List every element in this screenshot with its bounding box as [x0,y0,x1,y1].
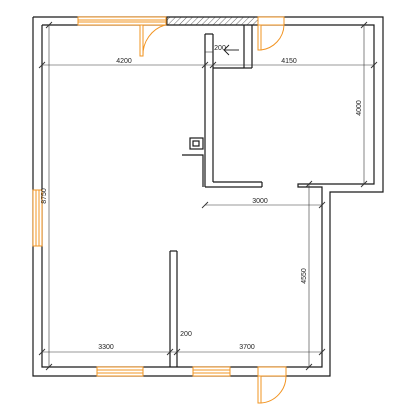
dim-left-height: 8750 [41,188,48,204]
left-arrow-icon [223,44,239,56]
dimension-ticks [38,21,378,371]
dim-right-lower-height: 4550 [301,268,308,284]
window-left [32,189,43,247]
outer-wall-outline [32,16,384,377]
dim-bottom-right-width: 3700 [239,344,255,351]
wall-jog [182,154,204,187]
window-top-left [77,16,167,26]
dim-top-right-width: 4150 [281,58,297,65]
door-top-right [257,16,285,51]
exterior-walls [32,16,384,377]
door-top-left [139,24,166,57]
inner-wall-outline [41,24,375,368]
ventilation-shaft [166,16,259,26]
dim-right-room-height: 4000 [356,100,363,116]
dimension-lines [42,25,374,367]
window-bottom-left [96,366,144,377]
door-bottom-right [257,366,287,404]
dim-top-left-width: 4200 [116,58,132,65]
window-bottom-middle [192,366,231,377]
dim-bottom-gap: 200 [180,331,192,338]
dim-partition-gap: 200 [214,45,226,52]
column-niche-inner [192,140,200,147]
interior-walls [169,25,263,367]
dim-bottom-left-width: 3300 [98,344,114,351]
openings [32,16,287,404]
dim-middle-width: 3000 [252,198,268,205]
